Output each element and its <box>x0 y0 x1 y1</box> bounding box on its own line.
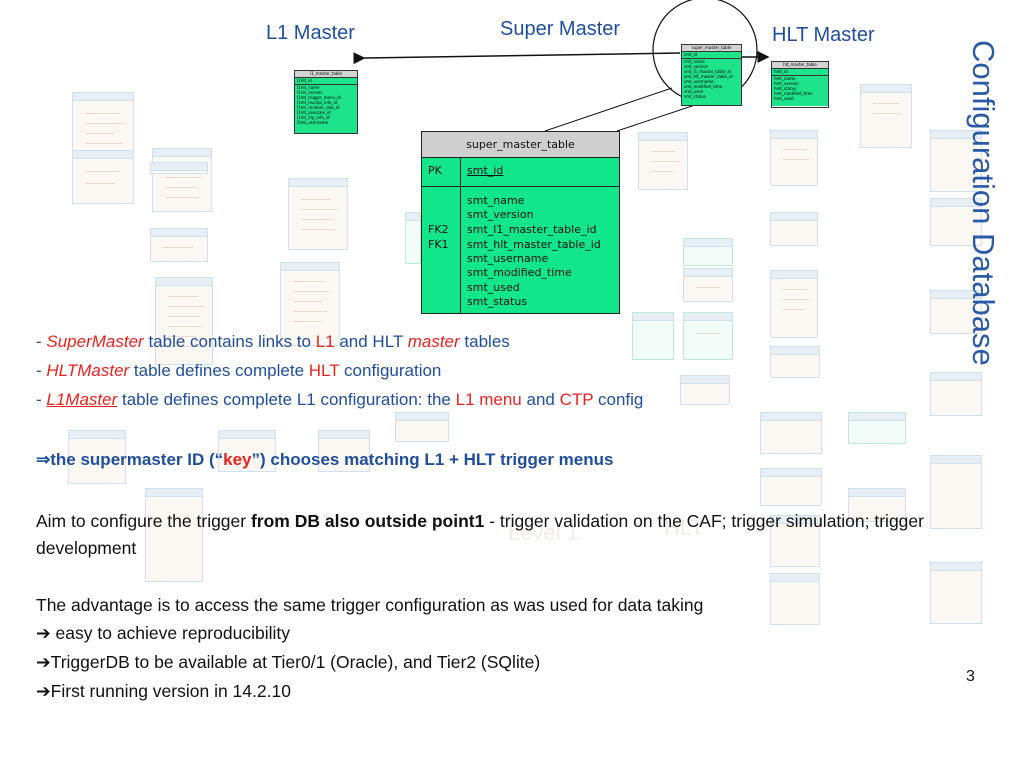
bullet-l1master: - L1Master table defines complete L1 con… <box>36 390 644 409</box>
super-master-table-detail: super_master_table PK smt_id FK2 FK1 smt… <box>421 131 620 314</box>
implies-statement: ⇒the supermaster ID (“key”) chooses matc… <box>36 450 614 469</box>
background-word-hlt: HLT <box>664 515 704 540</box>
hlt-master-title: HLT Master <box>772 24 875 46</box>
right-arrow-icon: ➔ <box>36 652 51 672</box>
smt-field: smt_hlt_master_table_id <box>467 238 601 251</box>
right-arrow-icon: ➔ <box>36 623 51 643</box>
l1-master-title: L1 Master <box>266 22 355 44</box>
smt-field: smt_l1_master_table_id <box>467 223 597 236</box>
smt-pk-label: PK <box>428 164 442 177</box>
arrow-item-triggerdb: ➔TriggerDB to be available at Tier0/1 (O… <box>36 652 541 672</box>
smt-field: smt_version <box>467 208 534 221</box>
smt-fk-label-2: FK1 <box>428 238 449 251</box>
right-arrow-icon: ➔ <box>36 681 51 701</box>
smt-field: smt_modified_time <box>467 266 572 279</box>
smt-pk-row: PK smt_id <box>422 158 619 187</box>
smt-field: smt_username <box>467 252 549 265</box>
page-number: 3 <box>966 668 975 685</box>
bullet-hltmaster: - HLTMaster table defines complete HLT c… <box>36 361 442 380</box>
side-title: Configuration Database <box>966 40 1001 366</box>
smt-field: smt_status <box>467 295 528 308</box>
aim-paragraph: Aim to configure the trigger from DB als… <box>36 511 924 558</box>
smt-pk-field: smt_id <box>467 164 504 177</box>
arrow-item-version: ➔First running version in 14.2.10 <box>36 681 291 701</box>
background-word-level1: Level 1 <box>508 520 579 545</box>
arrow-item-reproducibility: ➔ easy to achieve reproducibility <box>36 623 290 643</box>
smt-field: smt_used <box>467 281 520 294</box>
implies-icon: ⇒ <box>36 450 51 469</box>
smt-fk-label-1: FK2 <box>428 223 449 236</box>
smt-header: super_master_table <box>422 132 619 158</box>
smt-field: smt_name <box>467 194 525 207</box>
super-master-title: Super Master <box>500 18 621 40</box>
advantage-line: The advantage is to access the same trig… <box>36 595 704 615</box>
bullet-supermaster: - SuperMaster table contains links to L1… <box>36 332 510 351</box>
